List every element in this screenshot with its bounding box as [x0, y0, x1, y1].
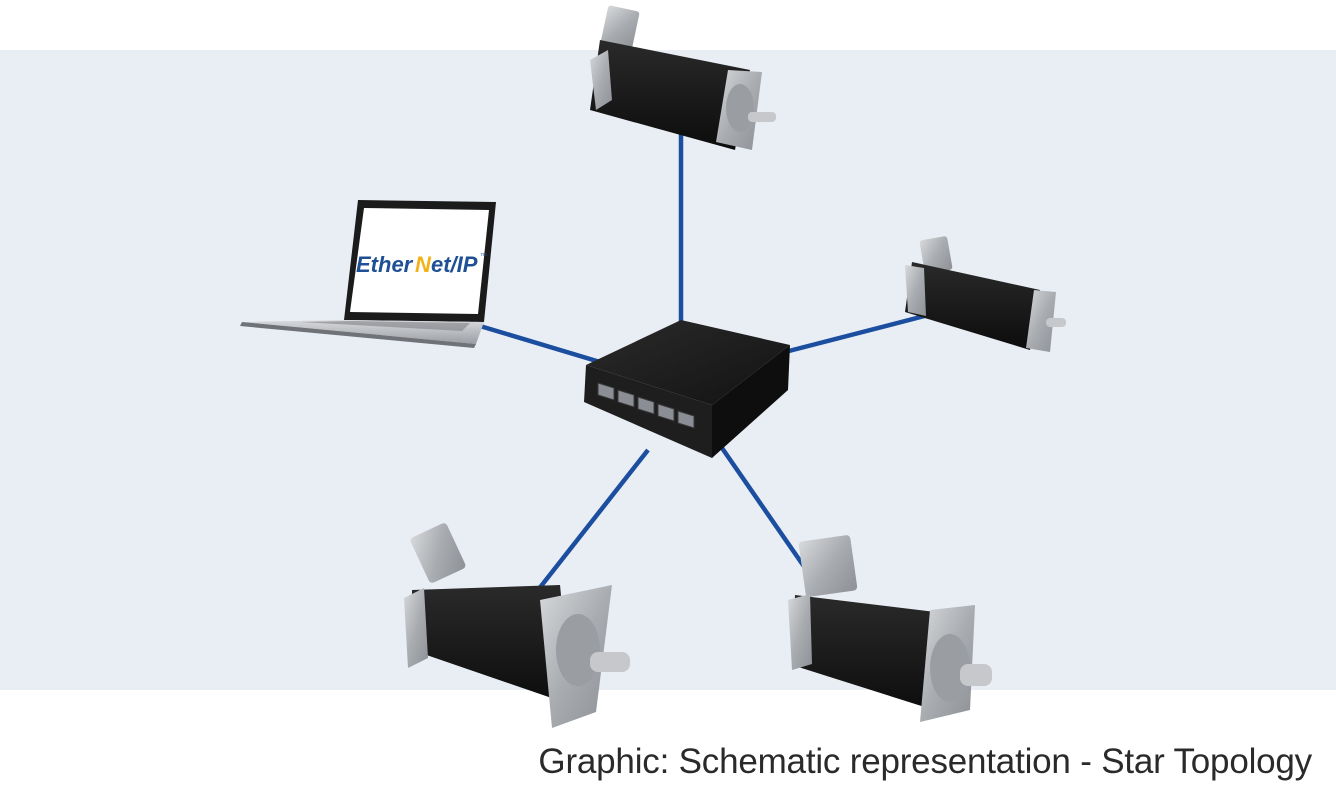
port-1: [597, 382, 615, 401]
figure-caption: Graphic: Schematic representation - Star…: [538, 742, 1312, 781]
motor-right-connector: [919, 236, 953, 274]
motor-br-hub: [930, 634, 970, 702]
laptop-edge: [240, 322, 476, 348]
port-4: [657, 403, 675, 422]
motor-bottom-left: [404, 523, 630, 728]
link-motor-bottom-left: [536, 448, 650, 592]
motor-bl-connector: [410, 523, 466, 583]
logo-ether: Ether: [356, 252, 414, 277]
motor-right: [905, 236, 1066, 352]
link-motor-bottom-right: [720, 446, 814, 580]
motor-br-connector: [798, 535, 858, 597]
logo-trademark: ™: [480, 253, 487, 260]
laptop-screen: [350, 208, 489, 314]
switch-side: [712, 345, 790, 458]
motor-right-body: [905, 262, 1040, 350]
logo-etip: et/IP: [431, 252, 478, 277]
link-laptop: [469, 320, 601, 365]
motor-br-shaft: [960, 664, 992, 686]
port-3: [637, 396, 655, 415]
motor-top-endcap: [590, 50, 612, 110]
switch-top: [586, 320, 790, 405]
laptop: Ether N et/IP ™: [240, 200, 496, 348]
motor-top-hub: [726, 84, 754, 132]
motor-right-flange: [1026, 290, 1056, 352]
network-switch: [584, 320, 790, 458]
motor-top: [590, 5, 776, 150]
logo-n: N: [415, 252, 432, 277]
switch-ports: [597, 382, 695, 429]
port-2: [617, 389, 635, 408]
motor-bottom-right: [788, 535, 992, 722]
motor-top-shaft: [748, 112, 776, 122]
ethernet-ip-logo: Ether N et/IP ™: [356, 252, 487, 277]
motor-bl-hub: [556, 614, 600, 686]
motor-right-shaft: [1046, 318, 1066, 327]
network-links: [469, 132, 941, 592]
motor-right-endcap: [905, 265, 926, 316]
motor-bl-endcap: [404, 588, 428, 668]
laptop-keyboard: [300, 321, 470, 331]
link-motor-right: [784, 309, 941, 355]
port-5: [677, 410, 695, 429]
motor-bl-shaft: [590, 652, 630, 672]
motor-bl-body: [412, 585, 572, 705]
motor-br-endcap: [788, 594, 812, 670]
motor-top-body: [590, 40, 750, 150]
motor-top-connector: [600, 5, 640, 51]
motor-br-body: [792, 595, 960, 715]
